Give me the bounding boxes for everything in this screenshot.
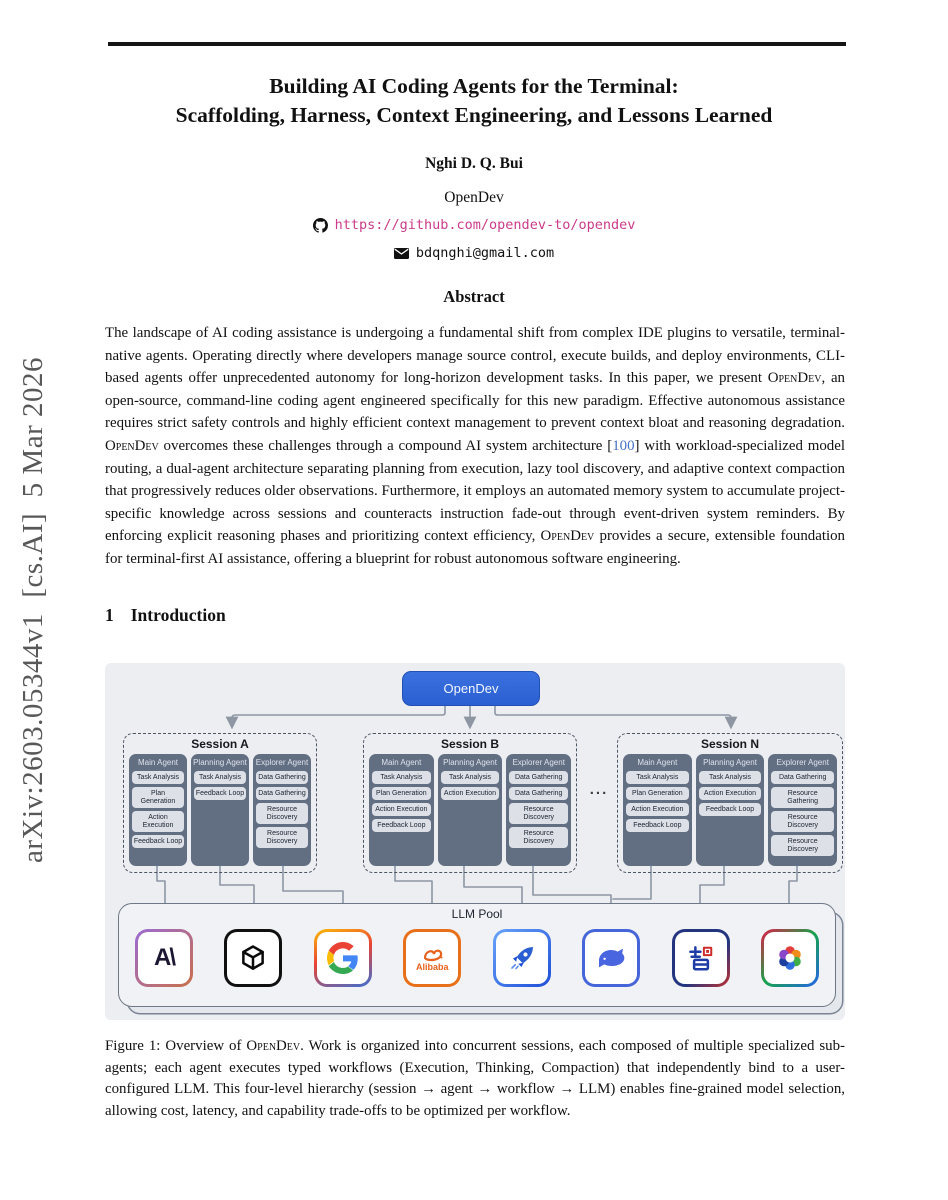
workflow-chip: Resource Discovery	[509, 803, 569, 825]
workflow-chip: Resource Discovery	[509, 827, 569, 849]
agent-title: Explorer Agent	[512, 758, 565, 767]
section-title: Introduction	[130, 605, 226, 625]
deepseek-whale-logo-tile	[582, 929, 641, 987]
citation-link[interactable]: 100	[612, 437, 635, 454]
alibaba-logo-tile: Alibaba	[403, 929, 462, 987]
llm-pool-label: LLM Pool	[451, 907, 503, 921]
top-rule	[108, 42, 846, 46]
zhipu-glm-icon	[688, 946, 712, 971]
workflow-chip: Resource Discovery	[771, 811, 835, 833]
workflow-chip: Task Analysis	[698, 771, 762, 785]
workflow-chip: Action Execution	[440, 787, 500, 801]
workflow-chip: Task Analysis	[626, 771, 689, 785]
workflow-chip: Task Analysis	[132, 771, 184, 785]
workflow-chip: Resource Discovery	[771, 835, 835, 857]
workflow-chip: Data Gathering	[256, 787, 308, 801]
abstract-heading: Abstract	[443, 287, 505, 306]
workflow-chip: Action Execution	[132, 811, 184, 833]
multicolor-flower-icon	[779, 946, 801, 970]
workflow-chip: Plan Generation	[372, 787, 431, 801]
google-icon	[326, 942, 358, 974]
rocket-icon	[510, 947, 533, 970]
workflow-chip: Plan Generation	[132, 787, 184, 809]
workflow-chip: Action Execution	[372, 803, 431, 817]
affiliation: OpenDev	[444, 189, 504, 206]
openai-logo-tile	[224, 929, 283, 987]
multicolor-flower-logo-tile	[760, 929, 819, 987]
github-url-link[interactable]: https://github.com/opendev-to/opendev	[334, 217, 636, 233]
author-name: Nghi D. Q. Bui	[425, 155, 523, 172]
workflow-chip: Feedback Loop	[132, 835, 184, 849]
title-line-1: Building AI Coding Agents for the Termin…	[269, 74, 679, 98]
github-icon	[312, 217, 328, 233]
workflow-chip: Task Analysis	[440, 771, 500, 785]
workflow-chip: Data Gathering	[256, 771, 308, 785]
workflow-chip: Feedback Loop	[626, 819, 689, 833]
agent-title: Planning Agent	[703, 758, 757, 767]
agent-title: Planning Agent	[193, 758, 247, 767]
abstract-text: The landscape of AI coding assistance is…	[105, 325, 846, 567]
alibaba-wordmark: Alibaba	[416, 961, 449, 972]
envelope-icon	[393, 247, 409, 259]
github-row: https://github.com/opendev-to/opendev	[104, 217, 844, 233]
agent-title: Main Agent	[637, 758, 678, 767]
figure-caption: Figure 1: Overview of OpenDev. Work is o…	[105, 1038, 845, 1120]
sessions-ellipsis: ...	[589, 781, 609, 798]
deepseek-whale-icon	[599, 948, 625, 968]
agent-title: Planning Agent	[443, 758, 497, 767]
alibaba-icon	[424, 949, 443, 961]
email-row: bdqnghi@gmail.com	[104, 245, 844, 261]
arxiv-stamp: arXiv:2603.05344v1 [cs.AI] 5 Mar 2026	[17, 357, 49, 863]
opendev-root-label: OpenDev	[443, 681, 499, 696]
session-title: Session A	[191, 737, 249, 751]
workflow-chip: Task Analysis	[372, 771, 431, 785]
workflow-chip: Resource Discovery	[256, 803, 308, 825]
zhipu-glm-logo-tile	[671, 929, 730, 987]
workflow-chip: Resource Discovery	[256, 827, 308, 849]
workflow-chip: Plan Generation	[626, 787, 689, 801]
opendev-root-node: OpenDev	[402, 671, 540, 706]
agent-title: Main Agent	[381, 758, 422, 767]
workflow-chip: Data Gathering	[509, 787, 569, 801]
section-heading-introduction: 1 Introduction	[105, 605, 226, 626]
session-title: Session N	[700, 737, 760, 751]
session-title: Session B	[440, 737, 500, 751]
workflow-chip: Feedback Loop	[698, 803, 762, 817]
section-number: 1	[105, 605, 114, 625]
agent-title: Main Agent	[137, 758, 179, 767]
openai-icon	[242, 945, 265, 970]
agent-title: Explorer Agent	[776, 758, 829, 767]
email-link[interactable]: bdqnghi@gmail.com	[415, 245, 555, 261]
workflow-chip: Data Gathering	[509, 771, 569, 785]
google-logo-tile	[313, 929, 372, 987]
workflow-chip: Resource Gathering	[771, 787, 835, 809]
page-title: Building AI Coding Agents for the Termin…	[104, 72, 844, 130]
workflow-chip: Data Gathering	[771, 771, 835, 785]
title-line-2: Scaffolding, Harness, Context Engineerin…	[175, 103, 773, 127]
llm-logo-row: A\ Alibaba	[118, 903, 836, 1007]
rocket-logo-tile	[492, 929, 551, 987]
workflow-chip: Action Execution	[626, 803, 689, 817]
workflow-chip: Task Analysis	[194, 771, 246, 785]
anthropic-icon: A\	[154, 944, 176, 971]
workflow-chip: Action Execution	[698, 787, 762, 801]
workflow-chip: Feedback Loop	[372, 819, 431, 833]
agent-title: Explorer Agent	[255, 758, 309, 767]
workflow-chip: Feedback Loop	[194, 787, 246, 801]
anthropic-logo-tile: A\	[135, 929, 193, 987]
